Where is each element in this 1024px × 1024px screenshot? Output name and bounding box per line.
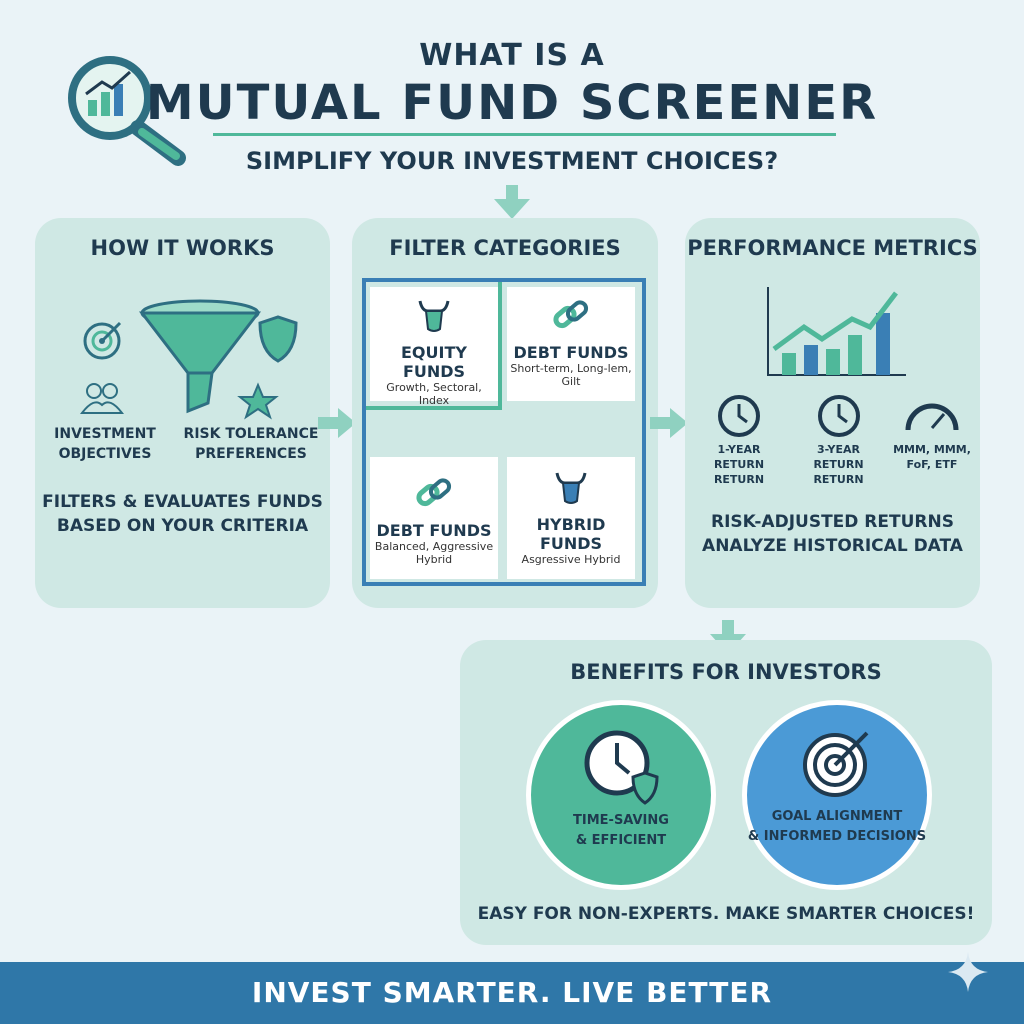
label-line: PREFERENCES (195, 446, 307, 462)
target-icon (803, 731, 869, 797)
panel-title: BENEFITS FOR INVESTORS (570, 660, 882, 684)
benefit-label: & INFORMED DECISIONS (747, 829, 927, 844)
metric-label: RETURN (713, 473, 765, 486)
growth-chart-icon (767, 287, 906, 376)
benefit-goal-alignment: GOAL ALIGNMENT & INFORMED DECISIONS (742, 700, 932, 890)
clock-icon (718, 395, 760, 437)
clock-shield-icon (584, 730, 659, 805)
card-subtitle: Balanced, Aggressive Hybrid (374, 540, 494, 566)
chain-link-icon (416, 478, 452, 507)
arrow-right-icon (650, 408, 688, 438)
benefits-tagline: EASY FOR NON-EXPERTS. MAKE SMARTER CHOIC… (477, 904, 975, 924)
footer-banner: INVEST SMARTER. LIVE BETTER (0, 962, 1024, 1024)
metric-label: RETURN (813, 473, 864, 486)
metric-1-year: 1-YEAR RETURN RETURN (693, 394, 785, 487)
card-subtitle: Short-term, Long-lem, Gilt (510, 362, 632, 388)
label-line: RISK TOLERANCE (183, 426, 319, 442)
magnifier-chart-icon (68, 56, 186, 166)
header-line1: WHAT IS A (419, 38, 605, 73)
how-it-works-panel: HOW IT WORKS INVESTMENT OBJECTIVES RISK T… (35, 218, 330, 608)
arrow-right-icon (318, 408, 356, 438)
funnel-icon (80, 299, 298, 420)
grid-accent (366, 282, 502, 410)
metrics-row: 1-YEAR RETURN RETURN 3-YEAR RETURN RETUR… (693, 394, 972, 487)
label-line: OBJECTIVES (58, 446, 152, 462)
card-title: HYBRID FUNDS (536, 515, 606, 553)
investment-objectives-label: INVESTMENT OBJECTIVES (45, 424, 165, 464)
metric-label: MMM, MMM, (893, 443, 971, 456)
panel-title: PERFORMANCE METRICS (687, 236, 978, 260)
card-subtitle: Asgressive Hybrid (521, 553, 621, 566)
title-divider (213, 133, 836, 136)
benefits-panel: BENEFITS FOR INVESTORS TIME-SAVING & EFF… (460, 640, 992, 945)
metric-label: 3-YEAR RETURN (813, 443, 864, 471)
risk-tolerance-label: RISK TOLERANCE PREFERENCES (175, 424, 327, 464)
benefit-time-saving: TIME-SAVING & EFFICIENT (526, 700, 716, 890)
metric-label: 1-YEAR RETURN (713, 443, 765, 471)
chain-link-icon (553, 300, 589, 329)
how-it-works-description: FILTERS & EVALUATES FUNDS BASED ON YOUR C… (35, 490, 330, 538)
panel-title: HOW IT WORKS (90, 236, 275, 260)
arrow-down-icon (494, 185, 530, 219)
page-title: MUTUAL FUND SCREENER (145, 75, 879, 131)
bull-icon (555, 472, 587, 504)
metric-label: FoF, ETF (906, 458, 958, 471)
card-subtitle: Growth, Sectoral, Index (386, 381, 482, 407)
card-title: EQUITY FUNDS (401, 343, 467, 381)
gauge-icon (905, 403, 959, 431)
desc-line: ANALYZE HISTORICAL DATA (702, 536, 963, 556)
metric-fund-types: MMM, MMM, FoF, ETF (892, 394, 972, 487)
desc-line: RISK-ADJUSTED RETURNS (711, 512, 954, 532)
metric-3-year: 3-YEAR RETURN RETURN (793, 394, 885, 487)
label-line: INVESTMENT (54, 426, 156, 442)
category-card-debt[interactable]: DEBT FUNDS Short-term, Long-lem, Gilt (507, 287, 635, 401)
panel-title: FILTER CATEGORIES (389, 236, 621, 260)
performance-metrics-panel: PERFORMANCE METRICS 1-YEAR RETURN RETURN… (685, 218, 980, 608)
benefit-label: & EFFICIENT (575, 833, 667, 848)
category-card-hybrid[interactable]: HYBRID FUNDS Asgressive Hybrid (507, 457, 635, 579)
category-card-debt-2[interactable]: DEBT FUNDS Balanced, Aggressive Hybrid (370, 457, 498, 579)
sparkle-icon (948, 952, 988, 992)
benefit-label: TIME-SAVING (573, 813, 669, 828)
clock-icon (817, 395, 860, 437)
bull-icon (418, 300, 450, 332)
category-card-equity[interactable]: EQUITY FUNDS Growth, Sectoral, Index (370, 287, 498, 407)
desc-line: FILTERS & EVALUATES FUNDS (42, 492, 323, 512)
page-subtitle: SIMPLIFY YOUR INVESTMENT CHOICES? (245, 147, 779, 175)
benefit-label: GOAL ALIGNMENT (771, 809, 903, 824)
performance-description: RISK-ADJUSTED RETURNS ANALYZE HISTORICAL … (685, 510, 980, 558)
card-title: DEBT FUNDS (513, 343, 629, 362)
desc-line: BASED ON YOUR CRITERIA (56, 516, 309, 536)
card-title: DEBT FUNDS (376, 521, 492, 540)
